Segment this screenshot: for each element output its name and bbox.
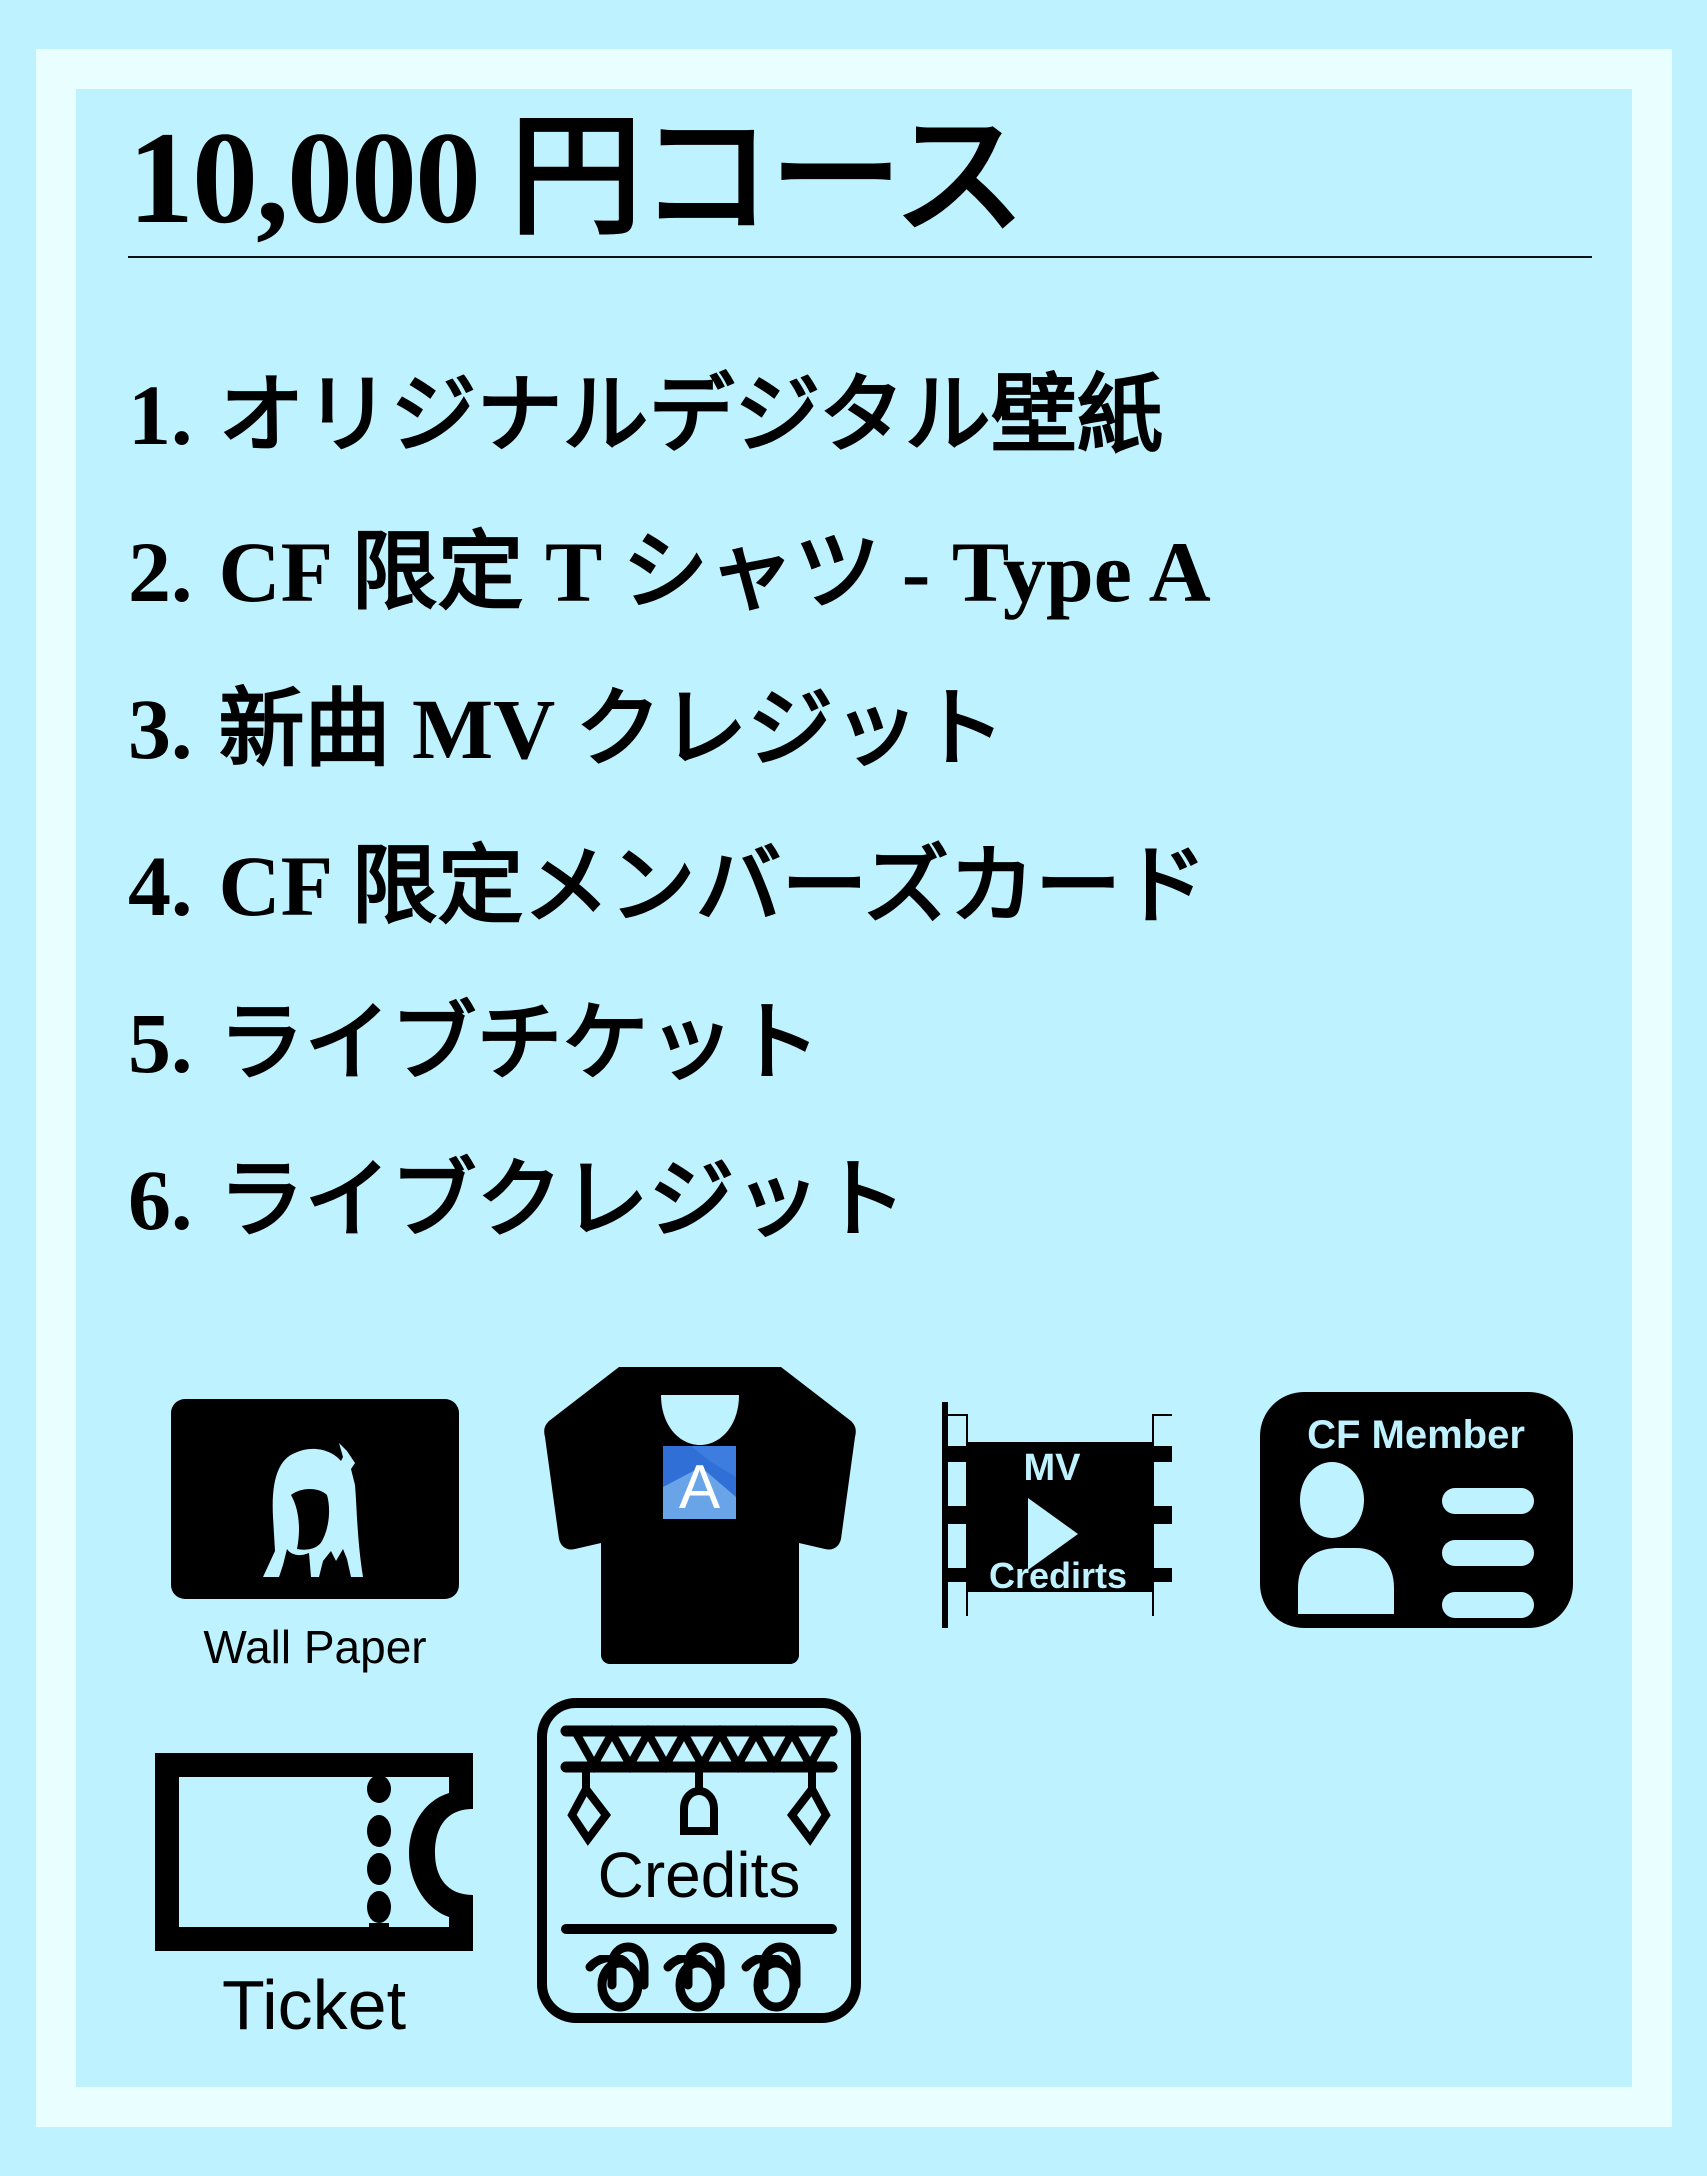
item-label: ライブクレジット bbox=[218, 1152, 907, 1248]
tshirt-print-letter: A bbox=[679, 1453, 721, 1522]
item-number: 5. bbox=[128, 995, 193, 1091]
list-item: 2.CF 限定 T シャツ - Type A bbox=[128, 529, 1211, 686]
item-label: オリジナルデジタル壁紙 bbox=[218, 367, 1163, 463]
list-item: 3.新曲 MV クレジット bbox=[128, 686, 1211, 843]
item-label: ライブチケット bbox=[218, 995, 821, 1091]
member-card-label: CF Member bbox=[1307, 1413, 1525, 1457]
live-credits-icon: Credits bbox=[536, 1697, 862, 2024]
mv-top-text: MV bbox=[1024, 1447, 1082, 1489]
list-item: 1.オリジナルデジタル壁紙 bbox=[128, 372, 1211, 529]
item-label: CF 限定メンバーズカード bbox=[218, 838, 1208, 934]
mv-bottom-text: Credirts bbox=[989, 1555, 1127, 1596]
tshirt-icon: A bbox=[541, 1367, 859, 1664]
mv-credits-film-icon: MV Credirts bbox=[930, 1402, 1190, 1628]
benefit-list: 1.オリジナルデジタル壁紙 2.CF 限定 T シャツ - Type A 3.新… bbox=[128, 372, 1211, 1314]
wallpaper-label: Wall Paper bbox=[203, 1621, 427, 1673]
item-label: CF 限定 T シャツ - Type A bbox=[218, 524, 1211, 620]
item-number: 1. bbox=[128, 367, 193, 463]
item-number: 6. bbox=[128, 1152, 193, 1248]
item-number: 4. bbox=[128, 838, 193, 934]
audience-icon bbox=[560, 1953, 840, 2015]
ticket-icon bbox=[155, 1753, 473, 1951]
list-item: 6.ライブクレジット bbox=[128, 1157, 1211, 1314]
item-number: 3. bbox=[128, 681, 193, 777]
member-card-icon: CF Member bbox=[1260, 1392, 1573, 1628]
list-item: 5.ライブチケット bbox=[128, 1000, 1211, 1157]
list-item: 4.CF 限定メンバーズカード bbox=[128, 843, 1211, 1000]
credits-label: Credits bbox=[598, 1839, 801, 1911]
page-title: 10,000 円コース bbox=[128, 104, 1025, 251]
title-divider bbox=[128, 256, 1592, 258]
item-number: 2. bbox=[128, 524, 193, 620]
ticket-label: Ticket bbox=[221, 1966, 407, 2044]
wallpaper-icon bbox=[171, 1399, 459, 1599]
item-label: 新曲 MV クレジット bbox=[218, 681, 1006, 777]
